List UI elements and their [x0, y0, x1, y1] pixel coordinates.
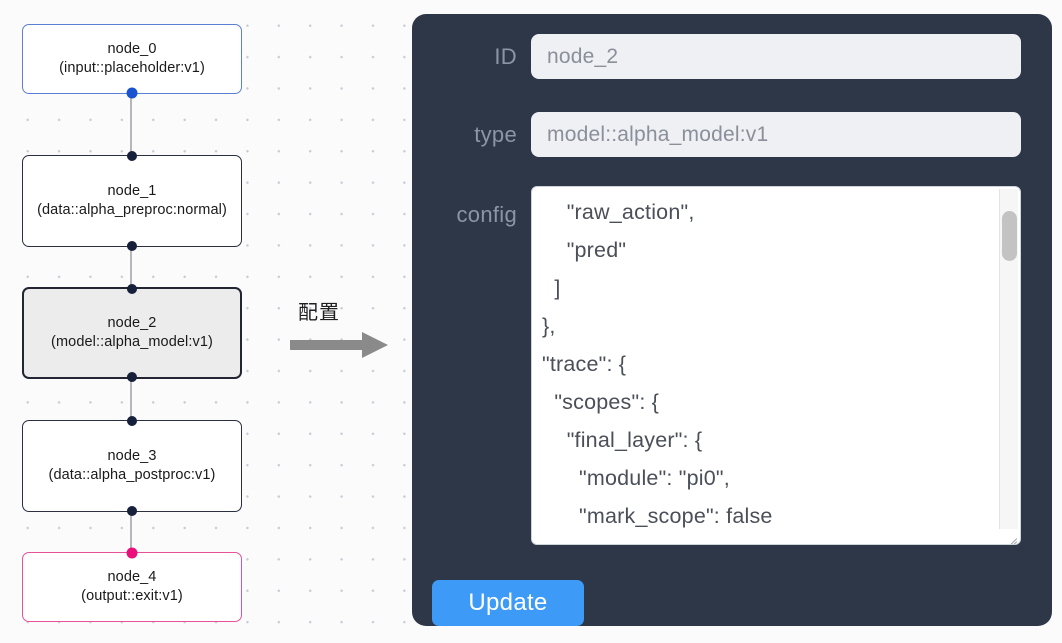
config-scrollbar-thumb[interactable] — [1002, 211, 1017, 261]
arrow-right-icon — [290, 332, 388, 358]
node-handle-output[interactable] — [127, 372, 137, 382]
graph-node-node_1[interactable]: node_1 (data::alpha_preproc:normal) — [22, 151, 242, 251]
id-field-label: ID — [494, 43, 517, 69]
annotation-arrow-group: 配置 — [290, 296, 400, 366]
config-field-label: config — [456, 202, 517, 227]
graph-node-label: node_2 (model::alpha_model:v1) — [51, 314, 213, 351]
graph-node-label: node_3 (data::alpha_postproc:v1) — [48, 447, 216, 484]
type-input[interactable] — [531, 112, 1021, 157]
graph-node-label: node_4 (output::exit:v1) — [81, 568, 183, 605]
config-textarea-content[interactable]: "raw_action", "pred" ] }, "trace": { "sc… — [542, 200, 773, 544]
config-scrollbar[interactable] — [999, 189, 1018, 529]
graph-node-node_2[interactable]: node_2 (model::alpha_model:v1) — [22, 284, 242, 382]
node-handle-output[interactable] — [127, 506, 137, 516]
node-handle-input[interactable] — [126, 547, 138, 559]
annotation-label: 配置 — [298, 300, 340, 324]
node-handle-input[interactable] — [127, 416, 137, 426]
type-field-label: type — [474, 121, 517, 147]
config-textarea[interactable]: "raw_action", "pred" ] }, "trace": { "sc… — [531, 186, 1021, 545]
edge-node0-node1 — [130, 94, 132, 161]
type-field-row: type — [412, 112, 1021, 157]
node-handle-input[interactable] — [127, 284, 137, 294]
resize-handle-icon[interactable] — [1002, 527, 1018, 544]
graph-node-node_0[interactable]: node_0 (input::placeholder:v1) — [22, 24, 242, 99]
edge-node1-node2 — [130, 247, 132, 293]
update-button[interactable]: Update — [432, 580, 584, 626]
graph-node-label: node_0 (input::placeholder:v1) — [59, 40, 205, 77]
node-handle-input[interactable] — [127, 151, 137, 161]
node-config-panel: ID type config "raw_action", "pred" ] },… — [412, 14, 1052, 626]
id-input[interactable] — [531, 34, 1021, 79]
edge-node2-node3 — [130, 379, 132, 426]
config-field-row: config "raw_action", "pred" ] }, "trace"… — [412, 186, 1021, 545]
graph-node-node_4[interactable]: node_4 (output::exit:v1) — [22, 547, 242, 622]
edge-node3-node4 — [130, 512, 132, 558]
graph-node-node_3[interactable]: node_3 (data::alpha_postproc:v1) — [22, 416, 242, 516]
node-handle-output[interactable] — [126, 87, 138, 99]
id-field-row: ID — [412, 34, 1021, 79]
node-handle-output[interactable] — [127, 241, 137, 251]
graph-node-label: node_1 (data::alpha_preproc:normal) — [37, 182, 227, 219]
